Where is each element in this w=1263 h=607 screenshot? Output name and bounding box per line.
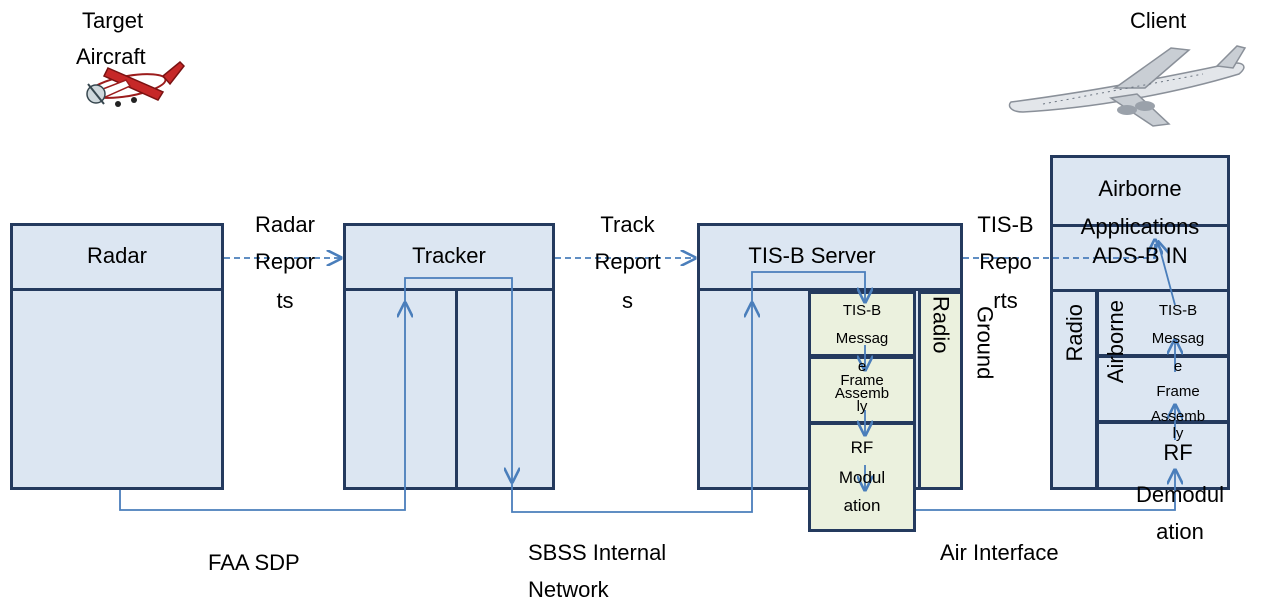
ground-radio-label: Radio — [928, 296, 954, 354]
air-interface-label: Air Interface — [940, 540, 1059, 565]
client-label: Client — [1130, 8, 1187, 33]
track-reports-line3: s — [622, 288, 633, 313]
cl-frame-line1: Frame — [1156, 383, 1200, 400]
srv-rf-line3: ation — [843, 496, 881, 515]
sbss-network-line2: Network — [528, 577, 609, 602]
srv-frame-line1: Frame — [840, 372, 884, 389]
cl-frame-line3: ly — [1172, 425, 1184, 442]
airborne-radio-label: Radio — [1062, 304, 1087, 362]
sbss-network-line1: SBSS Internal — [528, 540, 667, 565]
ground-label: Ground — [972, 306, 998, 380]
small-propeller-plane-icon — [86, 60, 185, 107]
tisb-reports-line3: rts — [993, 288, 1018, 313]
airborne-apps-line1: Airborne — [1098, 176, 1182, 201]
faa-sdp-label: FAA SDP — [208, 550, 300, 575]
srv-message-line1: TIS-B — [842, 302, 882, 319]
srv-frame-line3: ly — [856, 398, 868, 415]
tracker-right-box — [455, 288, 555, 490]
cl-rf-line3: ation — [1156, 519, 1204, 544]
radar-reports-line2: Repor — [255, 249, 315, 274]
cl-message-box — [1096, 289, 1230, 357]
tisb-reports-line1: TIS-B — [977, 212, 1034, 237]
cl-frame-line2: Assemb — [1150, 408, 1206, 425]
radar-reports-line3: ts — [276, 288, 294, 313]
target-label-line2: Aircraft — [76, 44, 146, 69]
cl-rf-box — [1096, 421, 1230, 490]
airborne-vertical-label: Airborne — [1103, 300, 1128, 384]
airborne-apps-line2: Applications — [1080, 214, 1200, 239]
cl-rf-line2: Demodul — [1135, 482, 1225, 507]
cl-rf-line1: RF — [1163, 440, 1193, 465]
tracker-title: Tracker — [412, 243, 486, 268]
cl-message-line2: Messag — [1151, 330, 1205, 347]
tisb-reports-line2: Repo — [979, 249, 1032, 274]
srv-rf-line1: RF — [850, 438, 874, 457]
srv-message-line2: Messag — [835, 330, 889, 347]
radar-reports-line1: Radar — [255, 212, 315, 237]
cl-message-line3: e — [1173, 358, 1183, 375]
track-reports-line2: Report — [594, 249, 661, 274]
cl-message-line1: TIS-B — [1158, 302, 1198, 319]
tisb-server-title: TIS-B Server — [748, 243, 876, 268]
srv-message-line3: e — [857, 358, 867, 375]
jet-airliner-icon — [1008, 45, 1247, 127]
radar-header-box — [10, 223, 224, 291]
target-label-line1: Target — [82, 8, 144, 33]
track-reports-line1: Track — [600, 212, 655, 237]
ground-radio-box — [918, 291, 963, 490]
adsb-in-title: ADS-B IN — [1092, 243, 1188, 268]
srv-frame-line2: Assemb — [834, 385, 890, 402]
radar-title: Radar — [87, 243, 147, 268]
srv-rf-line2: Modul — [838, 468, 886, 487]
radar-body-box — [10, 288, 224, 490]
